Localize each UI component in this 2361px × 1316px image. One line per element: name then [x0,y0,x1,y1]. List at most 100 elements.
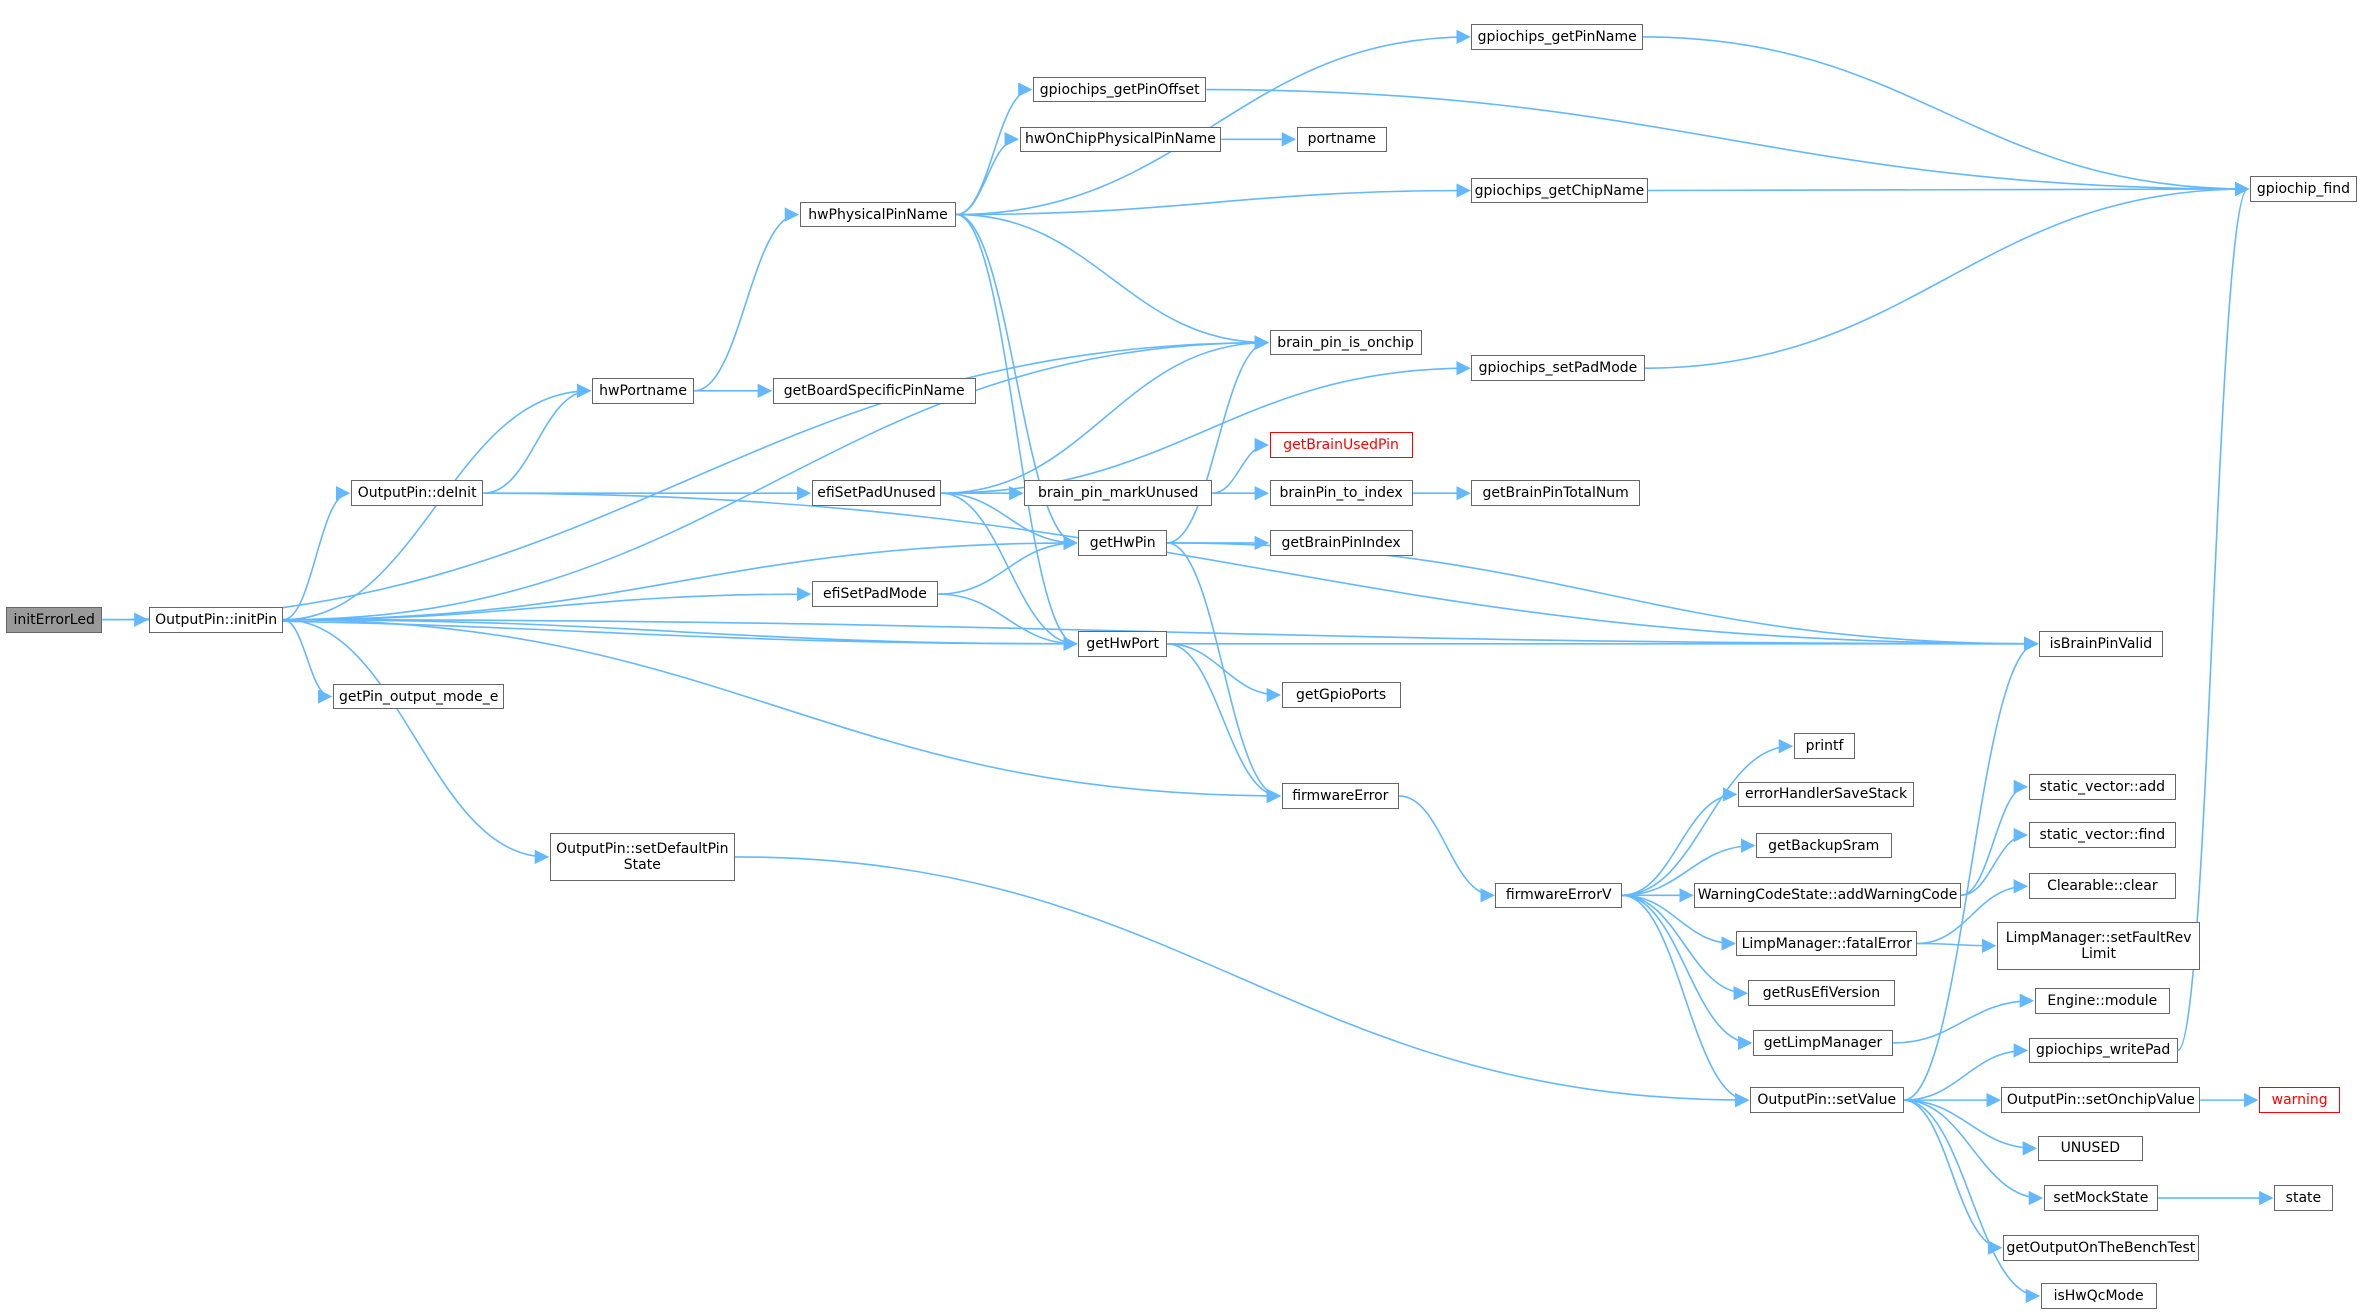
edge-efiSetPadMode-to-getHwPin [938,535,1078,595]
node-init-error-led[interactable]: initErrorLed [6,606,103,633]
edge-firmwareErrorV-to-errorHandlerSaveStack [1621,787,1738,897]
node-add-warning-code[interactable]: WarningCodeState::addWarningCode [1694,882,1961,909]
node-get-brain-pin-total-num[interactable]: getBrainPinTotalNum [1471,480,1641,506]
node-portname[interactable]: portname [1296,126,1388,153]
node-hw-physical-pin-name[interactable]: hwPhysicalPinName [799,201,957,228]
edge-hwPhysicalPinName-to-getChipName [956,183,1471,216]
edge-hwPhysicalPinName-to-brain_pin_is_onchip [956,213,1269,350]
edge-fatalError-to-clear [1917,879,2029,945]
edge-markUnused-to-getBrainUsedPin [1212,437,1269,495]
node-efi-set-pad-mode[interactable]: efiSetPadMode [811,581,939,607]
edge-hwPhysicalPinName-to-hwOnChip [956,132,1019,216]
edge-hwPhysicalPinName-to-getPinOffset [956,82,1033,216]
edge-initPin-to-firmwareError [283,618,1282,804]
edge-hwPhysicalPinName-to-getHwPort [956,213,1078,651]
edge-setPadModeG-to-gpiochip_find [1644,181,2250,370]
node-set-default-pin-state[interactable]: OutputPin::setDefaultPin State [549,832,735,881]
node-is-brain-pin-valid[interactable]: isBrainPinValid [2039,631,2163,657]
node-unused[interactable]: UNUSED [2037,1135,2144,1162]
node-get-gpio-ports[interactable]: getGpioPorts [1281,682,1401,708]
node-get-pin-offset[interactable]: gpiochips_getPinOffset [1033,76,1207,103]
node-get-limp-manager[interactable]: getLimpManager [1752,1030,1894,1056]
node-set-value[interactable]: OutputPin::setValue [1749,1087,1904,1113]
node-get-hw-pin[interactable]: getHwPin [1078,530,1168,556]
edge-getHwPin-to-brain_pin_is_onchip [1167,335,1269,544]
node-engine-module[interactable]: Engine::module [2034,987,2171,1014]
edge-efiSetPadUnused-to-brain_pin_is_onchip [941,335,1269,495]
edge-firmwareErrorV-to-getBackupSram [1621,838,1756,897]
edge-initPin-to-getHwPin [283,535,1078,621]
edge-writePad-to-gpiochip_find [2176,182,2250,1052]
node-is-hw-qc-mode[interactable]: isHwQcMode [2040,1283,2157,1309]
edge-addWarningCode-to-sv_find [1960,827,2029,897]
node-set-mock-state[interactable]: setMockState [2043,1185,2159,1211]
node-get-pin-name[interactable]: gpiochips_getPinName [1471,24,1644,50]
edge-setValue-to-setMockState [1903,1099,2044,1206]
edge-initPin-to-efiSetPadMode [283,586,812,621]
edge-addWarningCode-to-sv_add [1960,779,2029,897]
node-state[interactable]: state [2274,1185,2333,1211]
node-fatal-error[interactable]: LimpManager::fatalError [1736,930,1918,957]
edge-getLimpManager-to-engineModule [1893,993,2035,1044]
node-get-hw-port[interactable]: getHwPort [1078,631,1168,657]
node-set-pad-mode-g[interactable]: gpiochips_setPadMode [1471,355,1645,381]
edge-initPin-to-deInit [282,486,351,621]
node-get-board-specific-pin-name[interactable]: getBoardSpecificPinName [772,378,976,404]
node-mark-unused[interactable]: brain_pin_markUnused [1024,480,1213,506]
node-get-backup-sram[interactable]: getBackupSram [1755,832,1892,859]
node-get-pin-output-mode-e[interactable]: getPin_output_mode_e [332,683,505,710]
edge-firmwareErrorV-to-printf [1621,739,1794,897]
node-de-init[interactable]: OutputPin::deInit [350,480,484,506]
edge-efiSetPadMode-to-getHwPort [938,593,1078,652]
node-set-fault-rev-limit[interactable]: LimpManager::setFaultRev Limit [1996,921,2201,970]
edge-getHwPin-to-isBrainPinValid [1167,542,2039,652]
edge-setValue-to-UNUSED [1903,1099,2038,1156]
node-efi-set-pad-unused[interactable]: efiSetPadUnused [811,480,942,506]
edge-getPinName-to-gpiochip_find [1643,36,2250,197]
edge-getPinOffset-to-gpiochip_find [1206,88,2250,197]
node-get-output-on-the-bench-test[interactable]: getOutputOnTheBenchTest [2002,1234,2199,1261]
node-get-rus-efi-version[interactable]: getRusEfiVersion [1748,980,1895,1006]
edge-initPin-to-getHwPort [283,618,1078,652]
node-get-brain-used-pin[interactable]: getBrainUsedPin [1269,432,1413,458]
node-brain-pin-is-onchip[interactable]: brain_pin_is_onchip [1269,329,1422,356]
node-hw-portname[interactable]: hwPortname [591,378,695,404]
edge-setDefaultPinState-to-setValue [734,856,1750,1108]
edge-hwPortname-to-hwPhysicalPinName [694,207,800,392]
node-set-onchip-value[interactable]: OutputPin::setOnchipValue [2001,1087,2201,1113]
node-warning[interactable]: warning [2259,1087,2341,1113]
node-init-pin[interactable]: OutputPin::initPin [149,606,284,633]
edge-initPin-to-getPin_output_mode_e [282,618,333,704]
node-gpiochip-find[interactable]: gpiochip_find [2249,176,2357,202]
node-brain-pin-to-index[interactable]: brainPin_to_index [1269,480,1413,506]
node-firmware-error[interactable]: firmwareError [1281,783,1400,809]
edge-deInit-to-hwPortname [483,383,592,495]
edge-setValue-to-getOutputOnTheBenchTest [1903,1099,2003,1255]
edge-setValue-to-isBrainPinValid [1903,636,2039,1101]
node-get-brain-pin-index[interactable]: getBrainPinIndex [1269,530,1413,556]
edge-efiSetPadUnused-to-setPadModeG [941,361,1471,495]
edge-initPin-to-setDefaultPinState [283,618,550,865]
node-firmware-error-v[interactable]: firmwareErrorV [1495,882,1622,909]
node-hw-on-chip[interactable]: hwOnChipPhysicalPinName [1019,126,1222,153]
node-write-pad[interactable]: gpiochips_writePad [2028,1037,2178,1064]
edge-initPin-to-brain_pin_is_onchip [283,335,1269,621]
edge-setValue-to-isHwQcMode [1903,1099,2041,1304]
edge-firmwareErrorV-to-getRusEfiVersion [1621,894,1748,1001]
edge-deInit-to-isBrainPinValid [483,492,2039,652]
node-sv-add[interactable]: static_vector::add [2028,774,2177,800]
node-error-handler-save-stack[interactable]: errorHandlerSaveStack [1737,781,1915,808]
node-clear[interactable]: Clearable::clear [2028,873,2177,900]
edge-setValue-to-writePad [1903,1043,2029,1101]
node-printf[interactable]: printf [1793,733,1856,760]
edge-getChipName-to-gpiochip_find [1647,181,2250,197]
edge-hwPhysicalPinName-to-getPinName [956,29,1471,216]
edge-initErrorLed-to-brain_pin_is_onchip [102,335,1269,621]
edge-efiSetPadUnused-to-getHwPin [941,492,1078,551]
edge-fatalError-to-setFaultRevLimit [1917,938,1997,953]
node-get-chip-name[interactable]: gpiochips_getChipName [1471,177,1648,204]
node-sv-find[interactable]: static_vector::find [2028,822,2177,848]
edge-firmwareErrorV-to-setValue [1621,894,1750,1108]
edge-firmwareErrorV-to-fatalError [1621,894,1736,951]
